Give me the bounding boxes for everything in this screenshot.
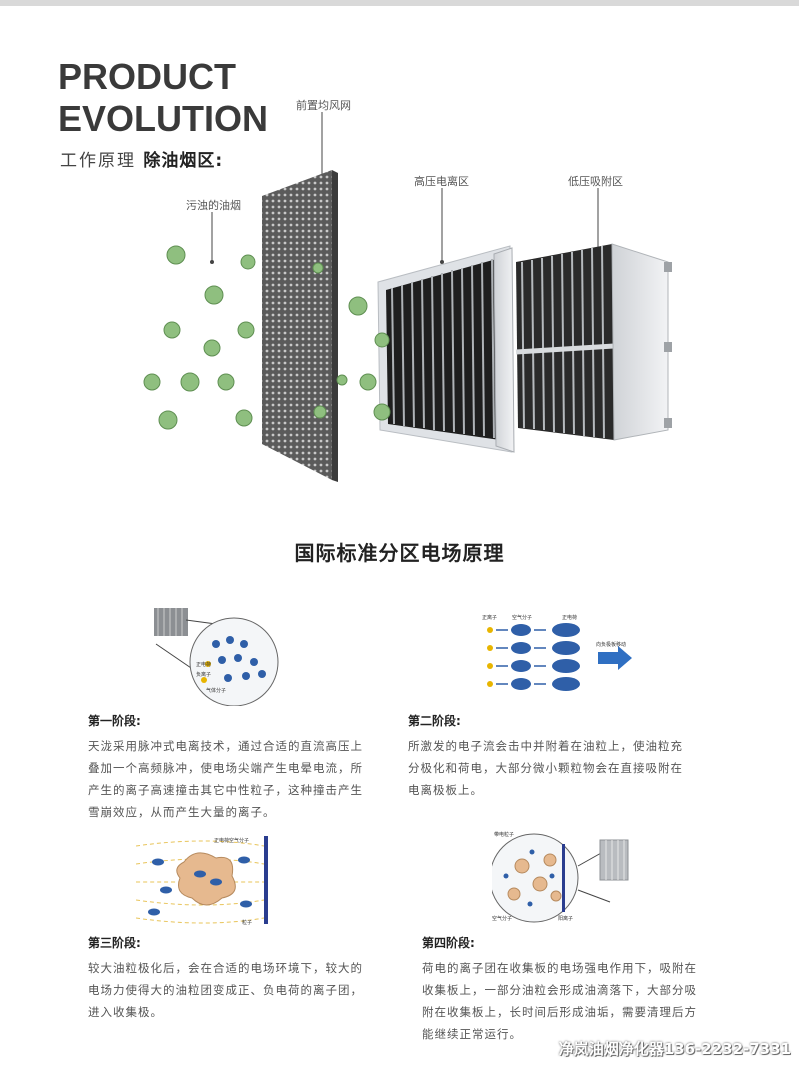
stage3-label-particle: 粒子 <box>242 919 252 926</box>
high-voltage-module <box>377 245 515 453</box>
stage4-label-cation: 阳离子 <box>558 915 573 922</box>
title-line-1: PRODUCT <box>58 56 236 97</box>
stage-4-heading: 第四阶段: <box>422 936 475 950</box>
stage3-label-air: 正电荷空气分子 <box>214 837 249 844</box>
low-voltage-module <box>515 243 672 441</box>
stage-2-line: 所激发的电子流会击中并附着在油粒上，使油粒充 <box>408 739 683 753</box>
stage-2-body: 所激发的电子流会击中并附着在油粒上，使油粒充 分极化和荷电，大部分微小颗粒物会在… <box>408 735 698 801</box>
stage1-label-negative: 负离子 <box>196 671 211 678</box>
stage-1: 第一阶段: 天泷采用脉冲式电离技术，通过合适的直流高压上 叠加一个高频脉冲，使电… <box>88 712 378 823</box>
stage-4-line: 能继续正常运行。 <box>422 1027 522 1041</box>
stage4-label-air: 空气分子 <box>492 915 512 922</box>
watermark-contact: 净岚油烟净化器136-2232-7331 <box>558 1040 791 1058</box>
stage-4: 第四阶段: 荷电的离子团在收集板的电场强电作用下，吸附在 收集板上，一部分油粒会… <box>422 934 712 1045</box>
stage-2-line: 分极化和荷电，大部分微小颗粒物会在直接吸附在 <box>408 761 683 775</box>
stage-4-body: 荷电的离子团在收集板的电场强电作用下，吸附在 收集板上，一部分油粒会形成油滴落下… <box>422 957 712 1045</box>
callout-front-mesh: 前置均风网 <box>296 99 351 112</box>
stage4-label-charged: 带电粒子 <box>494 831 514 838</box>
stage-1-line: 叠加一个高频脉冲，使电场尖端产生电晕电流，所 <box>88 761 363 775</box>
stage-3-line: 电场力使得大的油粒团变成正、负电荷的离子团， <box>88 983 363 997</box>
stage-2: 第二阶段: 所激发的电子流会击中并附着在油粒上，使油粒充 分极化和荷电，大部分微… <box>408 712 698 801</box>
page-subtitle: 工作原理 除油烟区: <box>60 146 223 171</box>
stage2-label-charge: 正电荷 <box>562 614 577 621</box>
stage3-illustration: 正电荷空气分子 粒子 <box>136 836 268 926</box>
stage2-label-positive-ion: 正离子 <box>482 614 497 621</box>
stage-1-line: 天泷采用脉冲式电离技术，通过合适的直流高压上 <box>88 739 363 753</box>
front-mesh-panel <box>262 170 338 482</box>
stage-3-body: 较大油粒极化后，会在合适的电场环境下，较大的 电场力使得大的油粒团变成正、负电荷… <box>88 957 378 1023</box>
callout-high-voltage: 高压电离区 <box>414 175 469 188</box>
stage-1-body: 天泷采用脉冲式电离技术，通过合适的直流高压上 叠加一个高频脉冲，使电场尖端产生电… <box>88 735 378 823</box>
smoke-particles <box>143 245 391 430</box>
stage2-label-move: 向负极板移动 <box>596 641 626 648</box>
page-title: PRODUCT EVOLUTION <box>58 56 268 140</box>
subtitle-prefix: 工作原理 <box>60 151 136 171</box>
stage-3-line: 较大油粒极化后，会在合适的电场环境下，较大的 <box>88 961 363 975</box>
stage1-label-positive: 正电荷 <box>196 661 211 668</box>
subtitle-emphasis: 除油烟区: <box>143 151 224 171</box>
stage4-illustration: 带电粒子 空气分子 阳离子 <box>492 831 629 923</box>
filter-assembly-illustration <box>143 112 672 482</box>
stage1-illustration: 正电荷 负离子 气体分子 <box>154 608 279 706</box>
stage-3-line: 进入收集极。 <box>88 1005 163 1019</box>
stage1-label-gas: 气体分子 <box>206 687 226 694</box>
stage-3: 第三阶段: 较大油粒极化后，会在合适的电场环境下，较大的 电场力使得大的油粒团变… <box>88 934 378 1023</box>
callout-low-voltage: 低压吸附区 <box>568 175 623 188</box>
stage2-label-air: 空气分子 <box>512 614 532 621</box>
title-line-2: EVOLUTION <box>58 98 269 139</box>
stage-2-heading: 第二阶段: <box>408 714 461 728</box>
callout-dirty-smoke: 污浊的油烟 <box>186 199 241 212</box>
stage-4-line: 附在收集板上，长时间后形成油垢，需要清理后方 <box>422 1005 697 1019</box>
stage-2-line: 电离极板上。 <box>408 783 483 797</box>
stage-4-line: 荷电的离子团在收集板的电场强电作用下，吸附在 <box>422 961 697 975</box>
top-divider <box>0 0 799 6</box>
stage-1-line: 雪崩效应，从而产生大量的离子。 <box>88 805 276 819</box>
stage-3-heading: 第三阶段: <box>88 936 141 950</box>
stage-1-heading: 第一阶段: <box>88 714 141 728</box>
section-title: 国际标准分区电场原理 <box>294 541 505 565</box>
stage-1-line: 产生的离子高速撞击其它中性粒子，这种撞击产生 <box>88 783 363 797</box>
stage-4-line: 收集板上，一部分油粒会形成油滴落下，大部分吸 <box>422 983 697 997</box>
stage2-illustration: 正离子 空气分子 正电荷 向负极板移动 <box>482 614 632 691</box>
